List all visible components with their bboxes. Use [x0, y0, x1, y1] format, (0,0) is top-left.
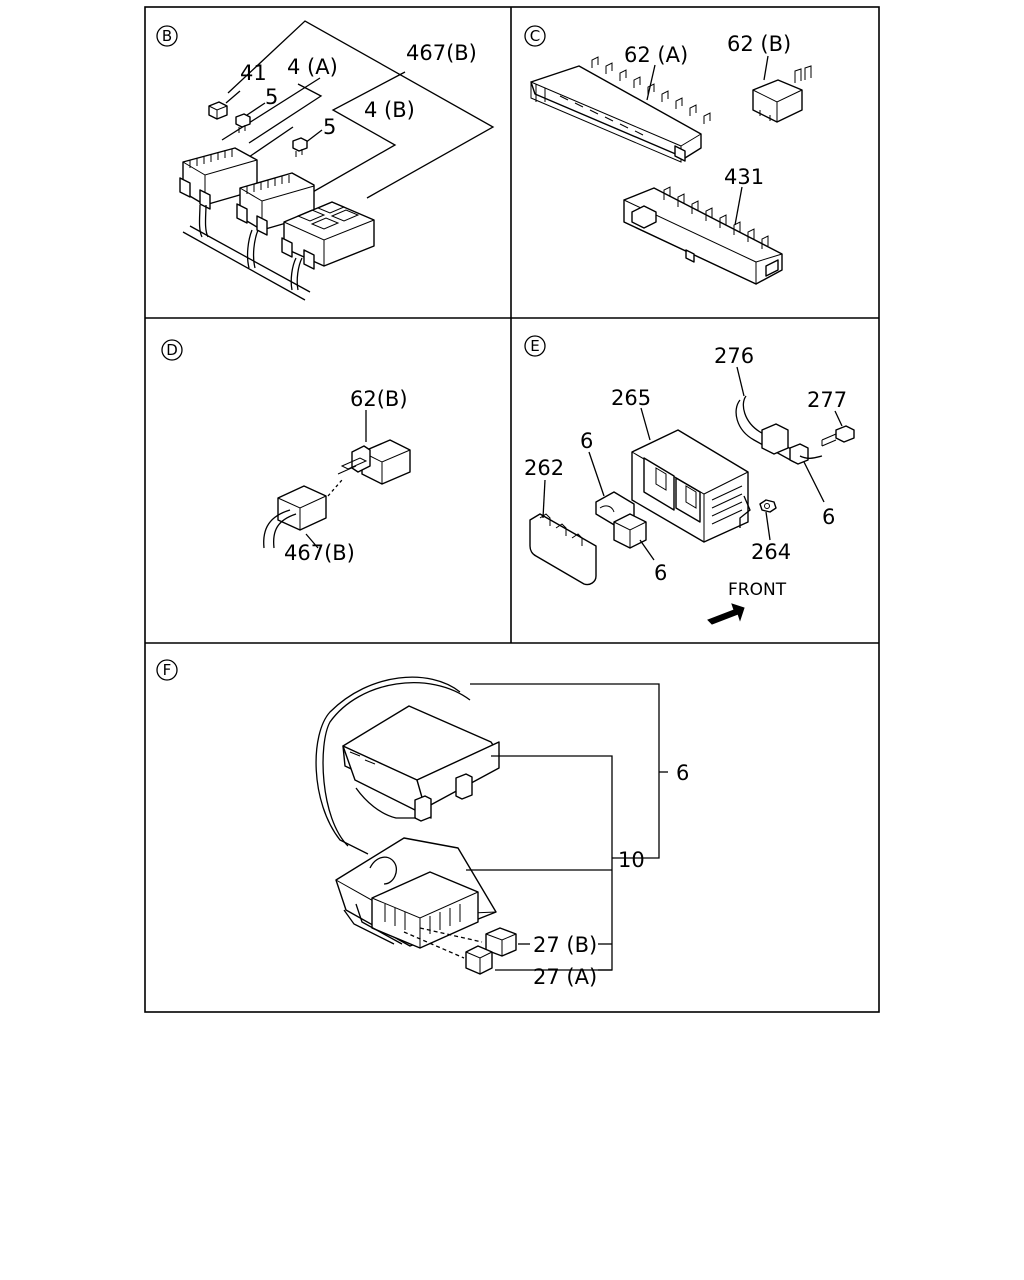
label-62b-d: 62(B): [350, 387, 408, 411]
part-264-nut: [759, 499, 777, 513]
section-e-letter: E: [530, 337, 539, 355]
part-467b-socket: [263, 485, 327, 549]
part-277-bolt: [821, 425, 855, 447]
part-62a-block: [530, 56, 711, 163]
label-front: FRONT: [728, 580, 787, 600]
section-d-letter: D: [166, 341, 178, 359]
label-41: 41: [240, 61, 267, 85]
part-276-bracket: [735, 395, 809, 465]
fuse-box-cover: [342, 705, 500, 822]
part-265-connector-housing: [631, 429, 749, 543]
label-6-upper: 6: [580, 429, 593, 453]
label-467b: 467(B): [406, 41, 477, 65]
relay-block: [281, 201, 375, 270]
section-f: F: [156, 659, 689, 989]
label-262: 262: [524, 456, 564, 480]
section-d-leaders: [305, 410, 367, 549]
front-arrow: [707, 603, 745, 625]
label-467b-d: 467(B): [284, 541, 355, 565]
label-62a: 62 (A): [624, 43, 688, 67]
part-262-cover: [529, 513, 597, 586]
part-431-block: [623, 186, 783, 285]
section-f-letter: F: [163, 661, 172, 679]
part-62b-relay: [752, 65, 812, 123]
section-b-badge: B: [156, 25, 178, 47]
section-b-leaders: [221, 20, 495, 206]
section-c-leaders: [646, 55, 769, 226]
cover-wire-loop: [315, 676, 471, 855]
fuse-block-4a: [179, 147, 258, 210]
label-27b: 27 (B): [533, 933, 597, 957]
label-276: 276: [714, 344, 754, 368]
e-wire: [739, 455, 823, 528]
fuse-block-4b: [236, 172, 315, 236]
frame-grid: [144, 6, 880, 1013]
label-6-lower: 6: [654, 561, 667, 585]
section-c-badge: C: [524, 25, 546, 47]
harness-wires: [182, 204, 311, 301]
label-4b: 4 (B): [364, 98, 415, 122]
label-27a: 27 (A): [533, 965, 597, 989]
part-41-clip: [208, 101, 228, 120]
label-5-upper: 5: [265, 85, 278, 109]
label-264: 264: [751, 540, 791, 564]
section-c-letter: C: [530, 27, 540, 45]
part-5-fuse-a: [235, 113, 251, 133]
label-265: 265: [611, 386, 651, 410]
section-d: D 62(B) 467(B): [161, 339, 411, 565]
part-5-fuse-b: [292, 137, 308, 157]
part-27a-fuse: [465, 945, 493, 975]
label-6-right: 6: [822, 505, 835, 529]
label-277: 277: [807, 388, 847, 412]
part-6-clip-lower: [613, 513, 647, 549]
part-27b-relay: [485, 927, 517, 957]
label-62b: 62 (B): [727, 32, 791, 56]
section-c: C: [524, 25, 812, 285]
section-e: E: [524, 335, 855, 625]
part-62b-relay-d: [337, 439, 411, 485]
section-b: B: [156, 20, 495, 301]
label-431: 431: [724, 165, 764, 189]
section-d-badge: D: [161, 339, 183, 361]
section-e-badge: E: [524, 335, 546, 357]
label-4a: 4 (A): [287, 55, 338, 79]
section-b-letter: B: [162, 27, 172, 45]
section-e-leaders: [542, 366, 843, 561]
fuse-box-base: [335, 837, 497, 949]
section-f-leaders: [403, 683, 668, 971]
label-6-f: 6: [676, 761, 689, 785]
label-10: 10: [618, 848, 645, 872]
section-f-badge: F: [156, 659, 178, 681]
label-5-lower: 5: [323, 115, 336, 139]
